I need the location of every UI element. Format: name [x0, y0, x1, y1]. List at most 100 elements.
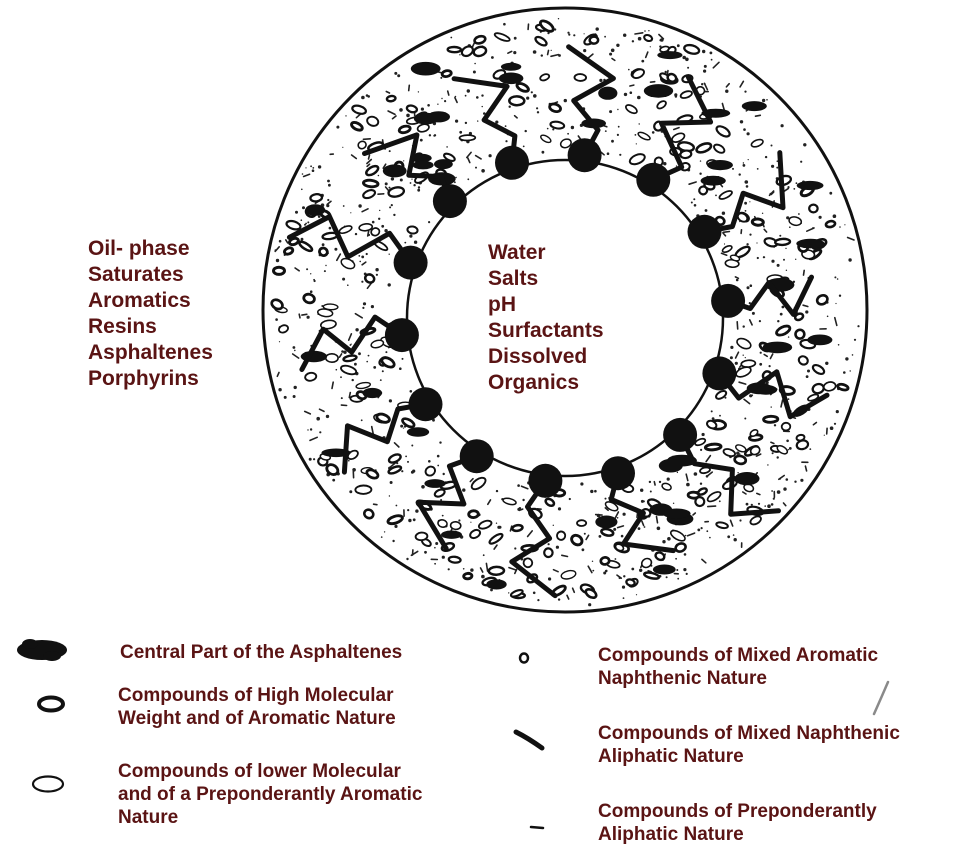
speckle-dot — [756, 242, 757, 243]
speckle-dot — [745, 180, 749, 184]
speckle-dot — [474, 63, 476, 65]
speckle-dot — [305, 167, 306, 168]
speckle-dot — [746, 503, 749, 506]
asphaltene-blob — [598, 87, 617, 100]
speckle-dot — [475, 167, 477, 169]
aliphatic-dash — [804, 270, 805, 275]
oil-phase-item: Resins — [88, 314, 213, 340]
speckle-dot — [420, 139, 423, 142]
speckle-dot — [473, 71, 476, 74]
speckle-dot — [305, 223, 307, 225]
aromatic-oval — [387, 95, 396, 101]
speckle-dot — [834, 276, 836, 278]
speckle-dot — [771, 406, 772, 407]
surfactant-head — [394, 246, 428, 280]
speckle-dot — [857, 325, 859, 327]
speckle-dot — [481, 169, 485, 173]
speckle-dot — [745, 357, 746, 358]
speckle-dot — [710, 52, 713, 55]
surfactant-head — [663, 418, 697, 452]
speckle-dot — [392, 540, 394, 542]
speckle-dot — [407, 509, 409, 511]
speckle-dot — [437, 465, 439, 467]
speckle-dot — [341, 397, 343, 399]
speckle-dot — [794, 481, 796, 483]
speckle-dot — [459, 131, 462, 134]
water-phase-title: Water — [488, 240, 604, 266]
lower-mw-aromatic-icon — [28, 771, 68, 797]
speckle-dot — [402, 358, 404, 360]
speckle-dot — [743, 162, 744, 163]
aromatic-oval — [695, 497, 705, 507]
speckle-dot — [650, 491, 652, 493]
speckle-dot — [780, 313, 783, 316]
speckle-dot — [757, 168, 759, 170]
speckle-dot — [336, 369, 338, 371]
aliphatic-dash — [548, 50, 549, 54]
oil-phase-item: Saturates — [88, 262, 213, 288]
speckle-dot — [644, 30, 646, 32]
speckle-dot — [372, 221, 375, 224]
speckle-dot — [294, 386, 297, 389]
speckle-dot — [388, 283, 391, 286]
asphaltene-blob — [305, 204, 325, 216]
asphaltene-blob — [424, 479, 445, 488]
aromatic-oval — [463, 573, 472, 579]
speckle-dot — [322, 243, 325, 246]
speckle-dot — [279, 240, 282, 243]
speckle-dot — [722, 212, 725, 215]
speckle-dot — [719, 415, 721, 417]
speckle-dot — [318, 165, 321, 168]
speckle-dot — [751, 394, 753, 396]
speckle-dot — [410, 182, 412, 184]
speckle-dot — [522, 499, 524, 501]
mixed-aromatic-naphthenic-icon — [514, 648, 534, 668]
speckle-dot — [509, 106, 511, 108]
speckle-dot — [666, 576, 668, 578]
speckle-dot — [358, 204, 361, 207]
aromatic-oval — [705, 444, 721, 451]
speckle-dot — [701, 83, 703, 85]
speckle-dot — [513, 51, 516, 54]
speckle-dot — [390, 481, 393, 484]
water-phase-label-list: Water Salts pH Surfactants Dissolved Org… — [488, 240, 604, 396]
speckle-dot — [599, 79, 602, 82]
aliphatic-dash — [651, 82, 655, 83]
aromatic-oval — [323, 304, 338, 310]
speckle-dot — [429, 134, 431, 136]
speckle-dot — [437, 104, 438, 105]
legend-preponderantly-aliphatic: Compounds of Preponderantly Aliphatic Na… — [598, 800, 877, 846]
speckle-dot — [751, 504, 753, 506]
speckle-dot — [403, 428, 404, 429]
speckle-dot — [617, 517, 619, 519]
speckle-dot — [349, 490, 352, 493]
speckle-dot — [413, 518, 416, 521]
speckle-dot — [592, 561, 593, 562]
surfactant-head — [385, 318, 419, 352]
speckle-dot — [765, 156, 767, 158]
asphaltene-blob — [763, 342, 793, 354]
speckle-dot — [306, 268, 308, 270]
surfactant-head — [636, 163, 670, 197]
asphaltene-blob — [363, 388, 383, 398]
speckle-dot — [789, 226, 791, 228]
speckle-dot — [385, 351, 387, 353]
speckle-dot — [399, 108, 403, 112]
aromatic-oval — [574, 74, 586, 81]
speckle-dot — [307, 221, 309, 223]
speckle-dot — [343, 205, 345, 207]
aromatic-oval — [825, 220, 835, 228]
speckle-dot — [582, 548, 585, 551]
aromatic-oval — [448, 47, 461, 52]
speckle-dot — [839, 226, 841, 228]
speckle-dot — [275, 318, 278, 321]
speckle-dot — [607, 152, 610, 155]
speckle-dot — [463, 568, 465, 570]
aromatic-oval — [512, 524, 523, 531]
aliphatic-dash — [708, 506, 716, 507]
speckle-dot — [567, 133, 569, 135]
asphaltene-blob — [796, 239, 824, 249]
speckle-dot — [371, 305, 374, 308]
speckle-dot — [350, 344, 352, 346]
speckle-dot — [803, 143, 806, 146]
